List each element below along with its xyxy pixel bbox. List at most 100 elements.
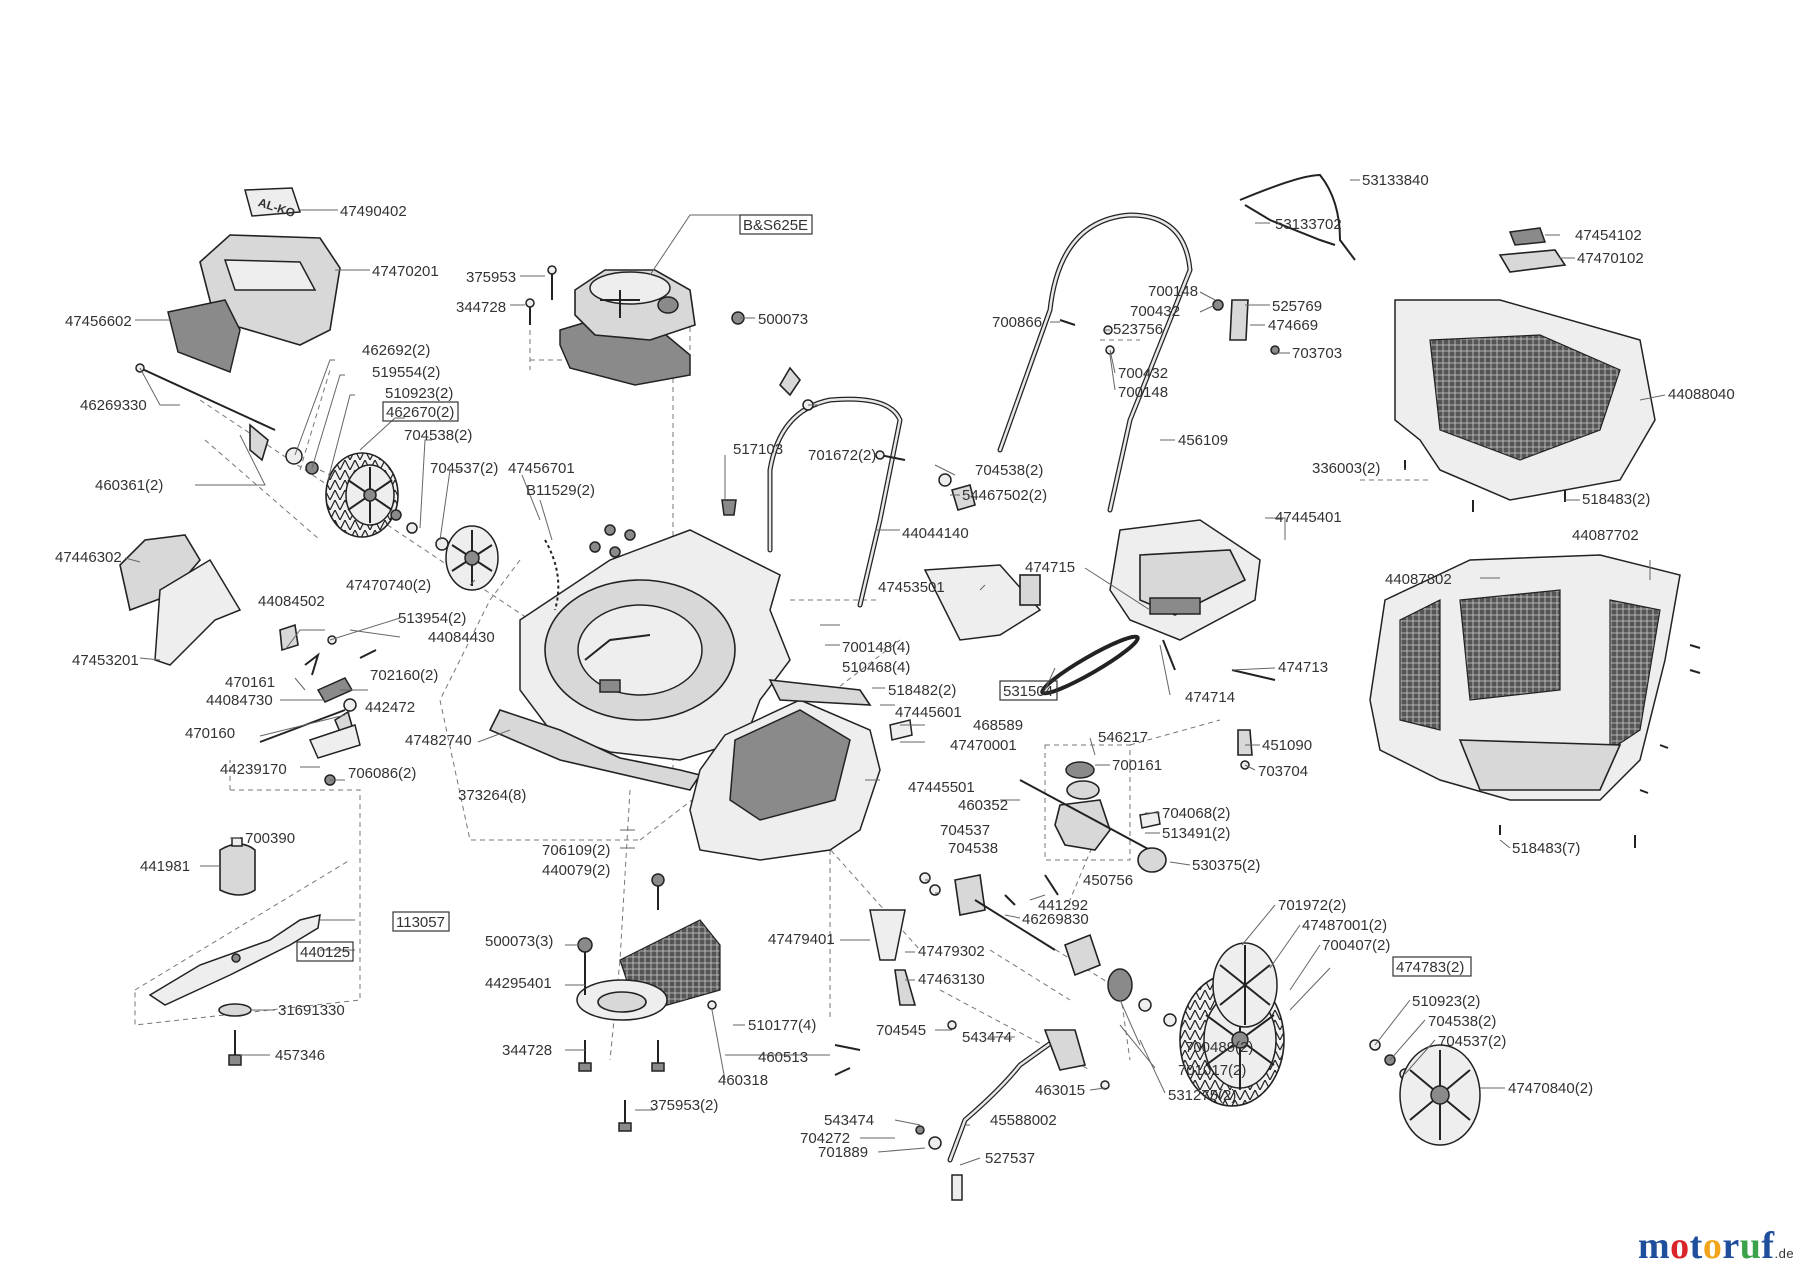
part-label: 463015: [1035, 1082, 1085, 1099]
part-label: 47470201: [372, 263, 439, 280]
part-label: 44084502: [258, 593, 325, 610]
side-guard: [119, 534, 201, 612]
part-label: 47470840(2): [1508, 1080, 1593, 1097]
part-label: 700148: [1148, 283, 1198, 300]
rear-shield: [923, 564, 1042, 641]
part-label: 44088040: [1668, 386, 1735, 403]
part-label: 527537: [985, 1150, 1035, 1167]
part-label: 510468(4): [842, 659, 910, 676]
part-label: 700148: [1118, 384, 1168, 401]
part-label: 47490402: [340, 203, 407, 220]
part-label: 543474: [962, 1029, 1012, 1046]
part-label: 474669: [1268, 317, 1318, 334]
watermark-letter: u: [1739, 1225, 1762, 1267]
front-wheel: [325, 452, 399, 538]
gearbox: [1019, 761, 1151, 851]
control-box: [1109, 519, 1261, 641]
front-cover: [167, 299, 241, 374]
part-label: 47479401: [768, 931, 835, 948]
part-label: 44084430: [428, 629, 495, 646]
blade-adapter: [219, 843, 256, 896]
part-label: 44295401: [485, 975, 552, 992]
part-label: 44044140: [902, 525, 969, 542]
part-label: 700489(2): [1185, 1039, 1253, 1056]
part-label: 531504: [1003, 683, 1053, 700]
part-label: 460352: [958, 797, 1008, 814]
bail-cable: [1239, 173, 1356, 261]
part-label: 460513: [758, 1049, 808, 1066]
part-label: 531275(2): [1168, 1087, 1236, 1104]
part-label: 47445601: [895, 704, 962, 721]
rear-hub-inner: [1212, 942, 1278, 1028]
watermark-letter: m: [1638, 1225, 1671, 1267]
part-label: 513954(2): [398, 610, 466, 627]
part-label: B&S625E: [743, 217, 808, 234]
watermark-tld: .de: [1774, 1246, 1795, 1261]
part-label: 47470102: [1577, 250, 1644, 267]
height-lever: [947, 1037, 1058, 1163]
part-label: 510923(2): [385, 385, 453, 402]
part-label: 460318: [718, 1072, 768, 1089]
part-label: 450756: [1083, 872, 1133, 889]
part-label: 518483(2): [1582, 491, 1650, 508]
part-label: 701889: [818, 1144, 868, 1161]
part-label: 704068(2): [1162, 805, 1230, 822]
part-label: 519554(2): [372, 364, 440, 381]
part-label: 53133840: [1362, 172, 1429, 189]
drive-belt: [1040, 634, 1140, 696]
part-label: 523756: [1113, 321, 1163, 338]
part-label: B11529(2): [526, 482, 595, 499]
part-label: 44239170: [220, 761, 287, 778]
part-label: 700407(2): [1322, 937, 1390, 954]
lower-handle: [767, 396, 903, 608]
part-label: 701672(2): [808, 447, 876, 464]
part-label: 441981: [140, 858, 190, 875]
part-label: 468589: [973, 717, 1023, 734]
parts: AL-KO: [119, 173, 1701, 1201]
part-label: 336003(2): [1312, 460, 1380, 477]
part-label: 700390: [245, 830, 295, 847]
part-label: 344728: [456, 299, 506, 316]
part-label: 442472: [365, 699, 415, 716]
part-label: 45588002: [990, 1112, 1057, 1129]
watermark-letter: t: [1689, 1225, 1703, 1267]
part-label: 474713: [1278, 659, 1328, 676]
part-label: 113057: [396, 914, 445, 931]
part-label: 47470001: [950, 737, 1017, 754]
part-label: 513491(2): [1162, 825, 1230, 842]
front-axle: [139, 367, 276, 431]
part-label: 510923(2): [1412, 993, 1480, 1010]
part-label: 470161: [225, 674, 275, 691]
rear-flap: [154, 558, 242, 666]
part-label: 700432: [1118, 365, 1168, 382]
part-label: 470160: [185, 725, 235, 742]
part-label: 344728: [502, 1042, 552, 1059]
part-label: 440125: [300, 944, 350, 961]
part-label: 701017(2): [1178, 1062, 1246, 1079]
part-label: 700161: [1112, 757, 1162, 774]
part-label: 456109: [1178, 432, 1228, 449]
part-label: 700866: [992, 314, 1042, 331]
part-label: 47446302: [55, 549, 122, 566]
leader-lines: [124, 179, 1666, 1166]
part-label: 704537(2): [1438, 1033, 1506, 1050]
part-label: 462670(2): [386, 404, 454, 421]
part-label: 510177(4): [748, 1017, 816, 1034]
part-label: 47482740: [405, 732, 472, 749]
part-label: 706109(2): [542, 842, 610, 859]
part-label: 704537(2): [430, 460, 498, 477]
part-label: 47463130: [918, 971, 985, 988]
part-label: 47453201: [72, 652, 139, 669]
part-label: 54467502(2): [962, 487, 1047, 504]
part-label: 700148(4): [842, 639, 910, 656]
part-label: 500073(3): [485, 933, 553, 950]
part-label: 44084730: [206, 692, 273, 709]
watermark-letter: o: [1702, 1225, 1723, 1267]
part-label: 704538(2): [404, 427, 472, 444]
part-label: 706086(2): [348, 765, 416, 782]
part-label: 53133702: [1275, 216, 1342, 233]
watermark-letter: f: [1761, 1225, 1775, 1267]
motoruf-watermark: motoruf.de: [1638, 1224, 1794, 1268]
part-label: 47487001(2): [1302, 917, 1387, 934]
